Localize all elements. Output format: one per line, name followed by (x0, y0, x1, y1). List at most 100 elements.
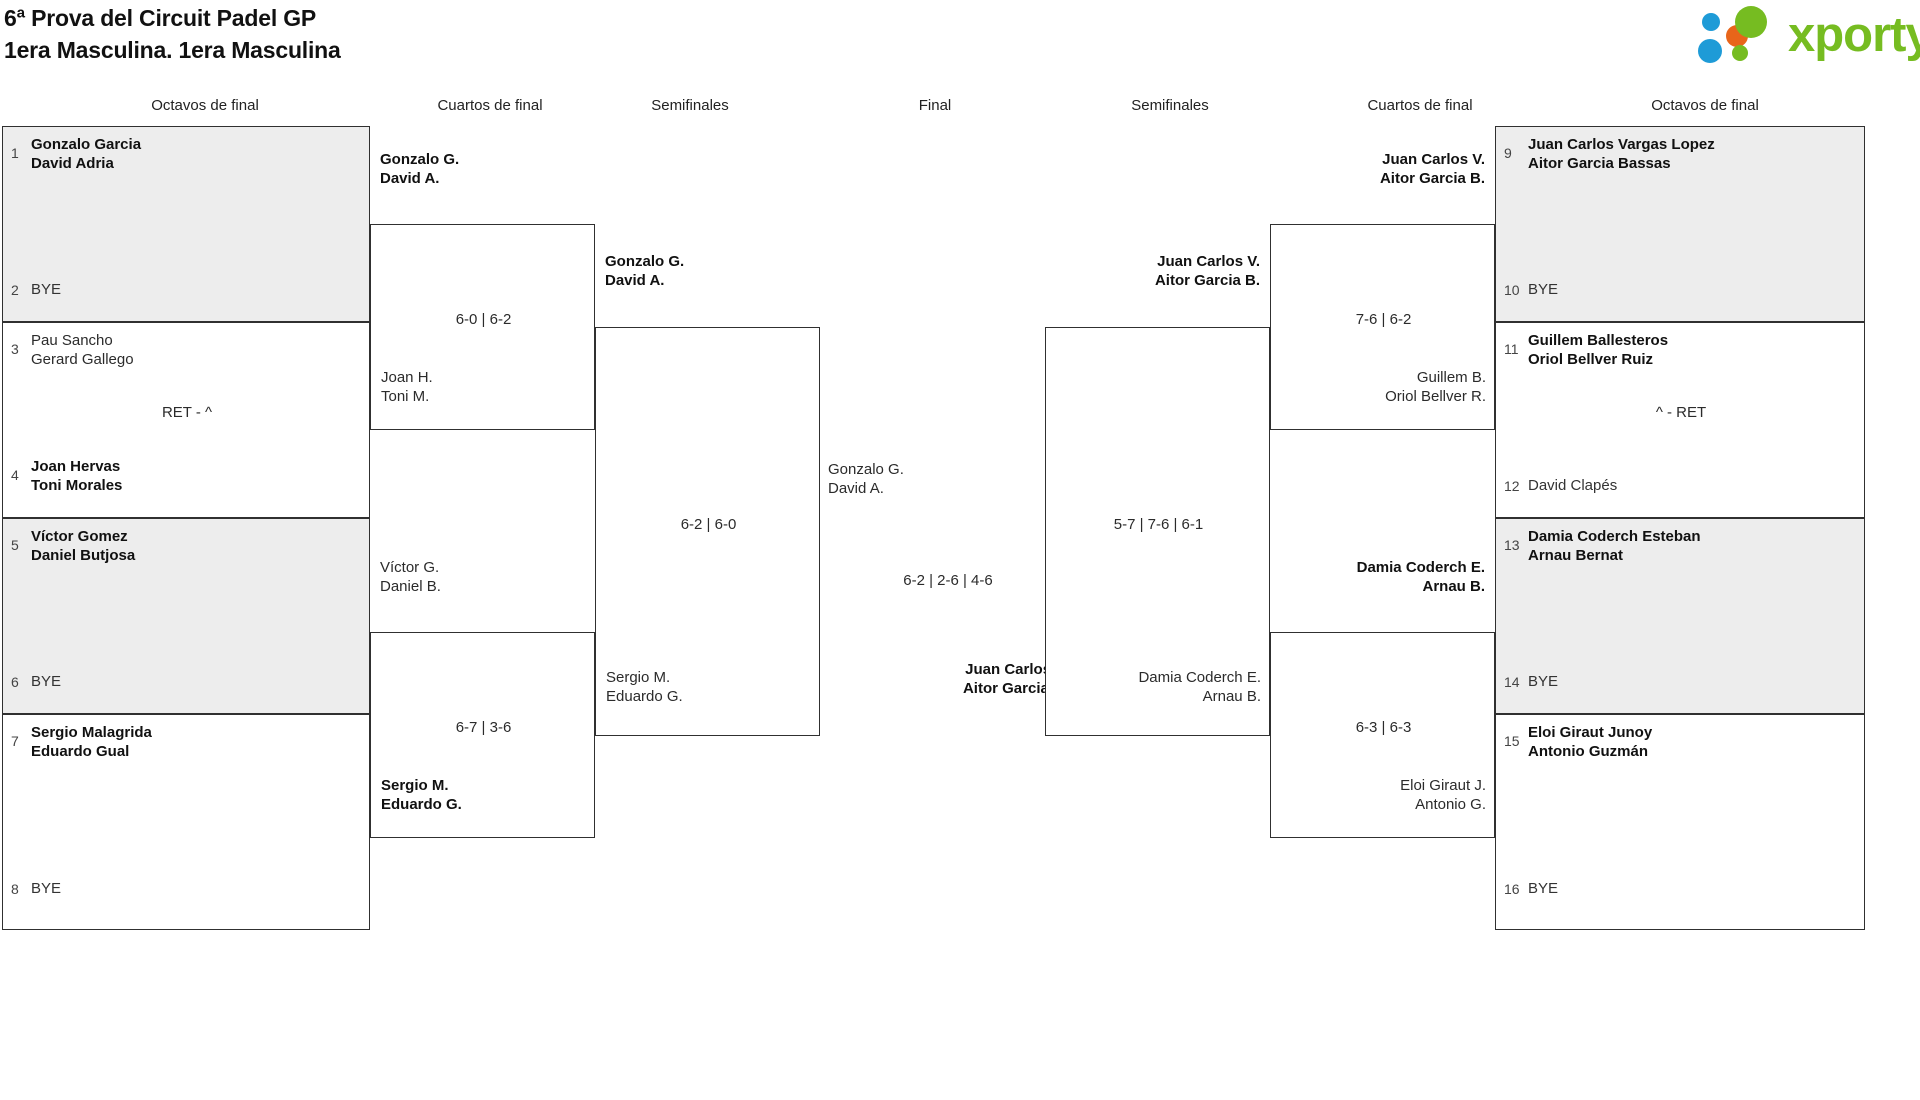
match-score: 7-6 | 6-2 (1355, 311, 1412, 328)
match-score: 6-2 | 6-0 (680, 516, 737, 533)
team-line-2: Eduardo G. (606, 688, 683, 705)
match-box-r-qf-2[interactable]: 6-3 | 6-3 Eloi Giraut J. Antonio G. (1270, 632, 1495, 838)
seed-number: 9 (1504, 145, 1512, 161)
final-team-top-line-1: Gonzalo G. (828, 461, 904, 478)
match-box-l-oct-2[interactable]: 3 Pau Sancho Gerard Gallego RET - ^ 4 Jo… (2, 322, 370, 518)
team-line-2: Toni M. (381, 388, 430, 405)
team-line-2: Toni Morales (31, 477, 123, 494)
final-team-bottom-line-1: Juan Carlos V. (965, 661, 1068, 678)
bye-label: BYE (31, 880, 62, 897)
seed-number: 5 (11, 537, 19, 553)
seed-number: 16 (1504, 881, 1520, 897)
logo-dot-green-large (1735, 6, 1767, 38)
team-line-1: Juan Carlos V. (1382, 151, 1485, 168)
team-line-2: Arnau B. (1422, 578, 1485, 595)
team-line-1: Juan Carlos V. (1157, 253, 1260, 270)
team-line-2: Antonio Guzmán (1528, 743, 1648, 760)
team-line-2: Gerard Gallego (31, 351, 134, 368)
round-header-cuartos-left: Cuartos de final (437, 97, 543, 114)
match-box-l-sf[interactable]: 6-2 | 6-0 Sergio M. Eduardo G. (595, 327, 820, 736)
team-line-1: Víctor G. (380, 559, 440, 576)
team-line-2: Oriol Bellver Ruiz (1528, 351, 1654, 368)
match-score: 6-7 | 3-6 (455, 719, 512, 736)
bye-label: BYE (31, 281, 62, 298)
team-line-2: Daniel Butjosa (31, 547, 136, 564)
round-header-cuartos-right: Cuartos de final (1367, 97, 1473, 114)
match-box-r-qf-1[interactable]: 7-6 | 6-2 Guillem B. Oriol Bellver R. (1270, 224, 1495, 430)
round-header-final: Final (918, 97, 952, 114)
final-score: 6-2 | 2-6 | 4-6 (903, 572, 993, 589)
team-line-2: Oriol Bellver R. (1385, 388, 1486, 405)
team-line-2: Aitor Garcia Bassas (1528, 155, 1671, 172)
match-score: 6-3 | 6-3 (1355, 719, 1412, 736)
logo-wordmark: xporty (1788, 8, 1920, 62)
seed-number: 3 (11, 341, 19, 357)
bye-label: BYE (31, 673, 62, 690)
team-line-2: Arnau Bernat (1528, 547, 1624, 564)
match-score: ^ - RET (1655, 404, 1707, 421)
team-line-1: Joan H. (381, 369, 433, 386)
final-team-top-line-2: David A. (828, 480, 884, 497)
team-line-1: Guillem Ballesteros (1528, 332, 1669, 349)
team-line-1: Damia Coderch Esteban (1528, 528, 1701, 545)
xporty-logo[interactable]: xporty (1692, 6, 1920, 64)
seed-number: 8 (11, 881, 19, 897)
logo-dots-icon (1692, 6, 1788, 64)
team-line-1: Gonzalo Garcia (31, 136, 142, 153)
seed-number: 12 (1504, 478, 1520, 494)
team-line-2: Aitor Garcia B. (1154, 272, 1260, 289)
match-box-r-oct-2[interactable]: 11 Guillem Ballesteros Oriol Bellver Rui… (1495, 322, 1865, 518)
team-line-1: Eloi Giraut Junoy (1528, 724, 1653, 741)
team-line-1: Sergio Malagrida (31, 724, 152, 741)
team-line-1: Guillem B. (1416, 369, 1486, 386)
seed-number: 1 (11, 145, 19, 161)
match-box-r-oct-1[interactable]: 9 Juan Carlos Vargas Lopez Aitor Garcia … (1495, 126, 1865, 322)
seed-number: 10 (1504, 282, 1520, 298)
team-line-1: Pau Sancho (31, 332, 113, 349)
team-line-1: Damia Coderch E. (1138, 669, 1261, 686)
seed-number: 13 (1504, 537, 1520, 553)
seed-number: 6 (11, 674, 19, 690)
match-score: 5-7 | 7-6 | 6-1 (1113, 516, 1204, 533)
match-box-r-oct-3[interactable]: 13 Damia Coderch Esteban Arnau Bernat 14… (1495, 518, 1865, 714)
final-team-bottom-line-2: Aitor Garcia B. (962, 680, 1068, 697)
seed-number: 4 (11, 467, 19, 483)
seed-number: 7 (11, 733, 19, 749)
match-box-l-oct-3[interactable]: 5 Víctor Gomez Daniel Butjosa 6 BYE (2, 518, 370, 714)
tournament-name: 6ª Prova del Circuit Padel GP (4, 5, 317, 31)
team-line-1: Sergio M. (381, 777, 449, 794)
team-line-1: Damia Coderch E. (1356, 559, 1485, 576)
seed-number: 15 (1504, 733, 1520, 749)
team-line-2: Eduardo G. (381, 796, 462, 813)
tournament-category: 1era Masculina. 1era Masculina (4, 37, 341, 63)
logo-dot-blue-large (1698, 39, 1722, 63)
match-box-l-oct-4[interactable]: 7 Sergio Malagrida Eduardo Gual 8 BYE (2, 714, 370, 930)
team-line-2: David A. (380, 170, 440, 187)
match-box-l-oct-1[interactable]: 1 Gonzalo Garcia David Adria 2 BYE (2, 126, 370, 322)
team-line-2: Daniel B. (380, 578, 441, 595)
round-header-octavos-left: Octavos de final (151, 97, 259, 114)
logo-dot-blue-small (1702, 13, 1720, 31)
team-line-2: Antonio G. (1415, 796, 1486, 813)
team-line-2: Arnau B. (1202, 688, 1261, 705)
seed-number: 14 (1504, 674, 1520, 690)
match-score: 6-0 | 6-2 (455, 311, 512, 328)
match-score: RET - ^ (161, 404, 213, 421)
team-line-1: Sergio M. (606, 669, 671, 686)
match-box-r-oct-4[interactable]: 15 Eloi Giraut Junoy Antonio Guzmán 16 B… (1495, 714, 1865, 930)
team-line-1: Joan Hervas (31, 458, 121, 475)
match-box-l-qf-1[interactable]: 6-0 | 6-2 Joan H. Toni M. (370, 224, 595, 430)
team-line-1: Víctor Gomez (31, 528, 128, 545)
team-line-1: David Clapés (1528, 477, 1618, 494)
team-line-2: David Adria (31, 155, 114, 172)
bye-label: BYE (1528, 281, 1559, 298)
team-line-1: Eloi Giraut J. (1400, 777, 1486, 794)
seed-number: 2 (11, 282, 19, 298)
team-line-2: David A. (605, 272, 665, 289)
seed-number: 11 (1504, 341, 1519, 357)
match-box-r-sf[interactable]: 5-7 | 7-6 | 6-1 Damia Coderch E. Arnau B… (1045, 327, 1270, 736)
team-line-1: Gonzalo G. (380, 151, 460, 168)
round-header-semifinales-left: Semifinales (651, 97, 729, 114)
match-box-l-qf-2[interactable]: 6-7 | 3-6 Sergio M. Eduardo G. (370, 632, 595, 838)
bye-label: BYE (1528, 880, 1559, 897)
